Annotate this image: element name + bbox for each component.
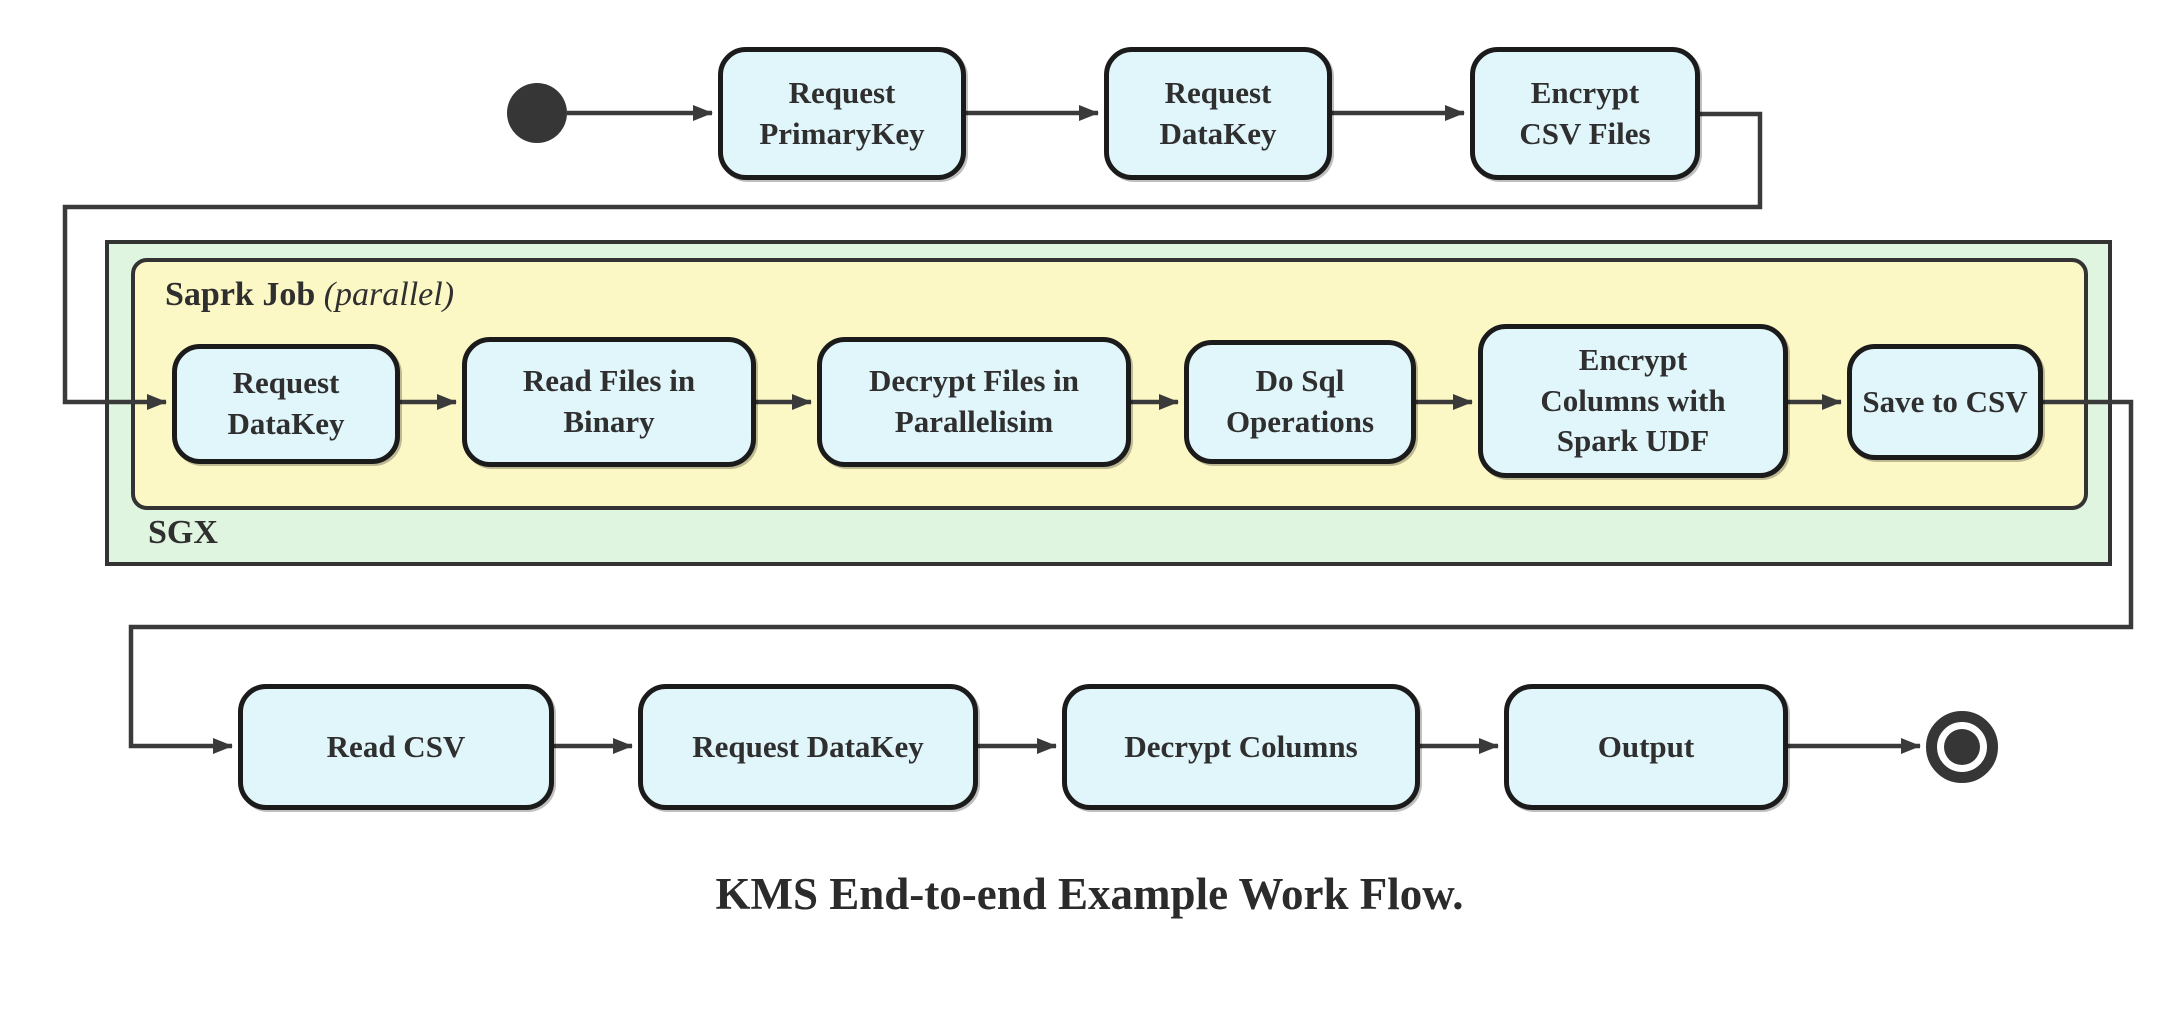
state-do-sql-operations: Do Sql Operations <box>1184 340 1416 464</box>
state-encrypt-columns-with-spark-udf: Encrypt Columns with Spark UDF <box>1478 324 1788 478</box>
state-read-files-in-binary: Read Files in Binary <box>462 337 756 467</box>
spark-job-label-name: Saprk Job <box>165 276 316 313</box>
state-encrypt-csv-files: Encrypt CSV Files <box>1470 47 1700 180</box>
edge-save-to-csv-to-read-csv <box>128 399 2134 754</box>
sgx-label: SGX <box>148 514 218 551</box>
diagram-caption: KMS End-to-end Example Work Flow. <box>715 869 1464 919</box>
edge-encrypt-csv-files-to-sgx-request-datakey <box>62 111 1763 410</box>
spark-job-label-qualifier: (parallel) <box>323 276 455 313</box>
state-decrypt-files-in-parallelisim: Decrypt Files in Parallelisim <box>817 337 1131 467</box>
end-state <box>1926 711 1998 783</box>
state-request-datakey-top: Request DataKey <box>1104 47 1332 180</box>
state-save-to-csv: Save to CSV <box>1847 344 2043 460</box>
end-state-dot <box>1944 729 1980 765</box>
state-read-csv: Read CSV <box>238 684 554 810</box>
state-request-datakey-bottom: Request DataKey <box>638 684 978 810</box>
state-request-datakey-spark: Request DataKey <box>172 344 400 464</box>
state-decrypt-columns: Decrypt Columns <box>1062 684 1420 810</box>
start-state <box>507 83 567 143</box>
state-request-primarykey: Request PrimaryKey <box>718 47 966 180</box>
spark-job-label: Saprk Job (parallel) <box>165 276 454 314</box>
state-output: Output <box>1504 684 1788 810</box>
